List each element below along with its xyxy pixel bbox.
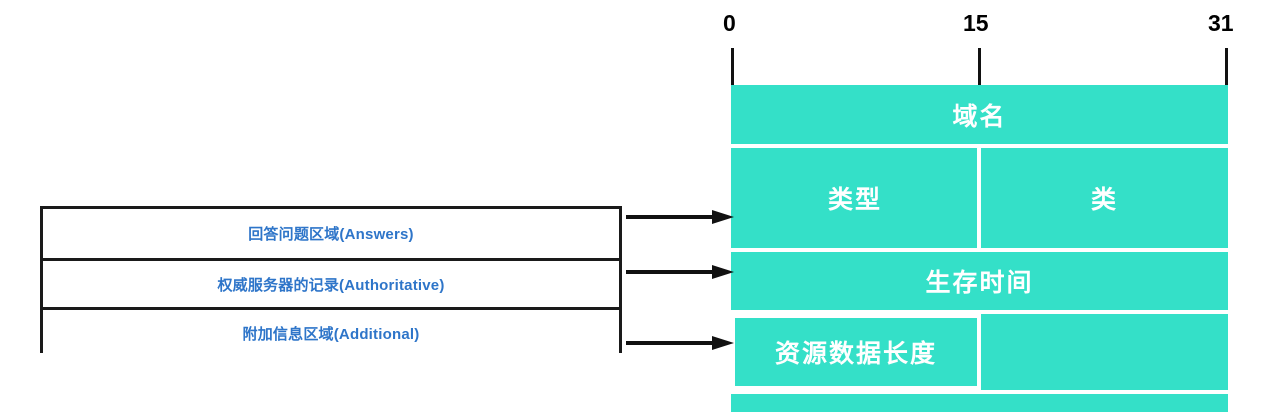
section-row-additional-label: 附加信息区域(Additional) (242, 325, 420, 343)
record-divider-type-class (977, 148, 981, 248)
record-cell-ttl: 生存时间 (731, 252, 1228, 310)
record-cell-rdata-label: 资源数据 (925, 406, 1033, 412)
bit-ruler-label-31: 31 (1208, 10, 1234, 36)
section-row-authoritative: 权威服务器的记录(Authoritative) (43, 258, 619, 307)
record-row-rdlength: 资源数据长度 (731, 314, 1228, 390)
record-cell-rdlength: 资源数据长度 (731, 314, 981, 390)
section-row-answers-label: 回答问题区域(Answers) (248, 226, 414, 243)
record-row-ttl: 生存时间 (731, 252, 1228, 310)
record-row-rdata: 资源数据 (731, 394, 1228, 412)
record-row-type-class: 类型 类 (731, 148, 1228, 248)
record-cell-name-label: 域名 (952, 102, 1007, 131)
section-row-authoritative-label: 权威服务器的记录(Authoritative) (217, 276, 445, 294)
section-row-answers: 回答问题区域(Answers) (43, 209, 619, 258)
arrow-additional (626, 336, 734, 350)
arrow-answers (626, 210, 734, 224)
bit-ruler-label-0: 0 (723, 10, 736, 36)
bit-ruler-tick-15 (978, 48, 981, 85)
arrow-authoritative (626, 265, 734, 279)
section-row-additional: 附加信息区域(Additional) (43, 307, 619, 356)
record-cell-type: 类型 (731, 148, 979, 248)
bit-ruler-tick-31 (1225, 48, 1228, 85)
bit-ruler-tick-0 (731, 48, 734, 85)
record-cell-type-label: 类型 (827, 186, 882, 214)
record-cell-ttl-label: 生存时间 (925, 269, 1034, 297)
record-cell-name: 域名 (731, 85, 1228, 144)
record-cell-class-label: 类 (1090, 186, 1118, 214)
message-section-table: 回答问题区域(Answers) 权威服务器的记录(Authoritative) … (40, 206, 622, 356)
record-cell-rdlength-label: 资源数据长度 (774, 340, 937, 368)
record-row-name: 域名 (731, 85, 1228, 144)
bit-ruler-label-15: 15 (963, 10, 989, 36)
record-cell-rdata: 资源数据 (731, 394, 1228, 412)
resource-record-table: 域名 类型 类 生存时间 资源数据长度 (731, 85, 1228, 412)
record-cell-class: 类 (981, 148, 1228, 248)
